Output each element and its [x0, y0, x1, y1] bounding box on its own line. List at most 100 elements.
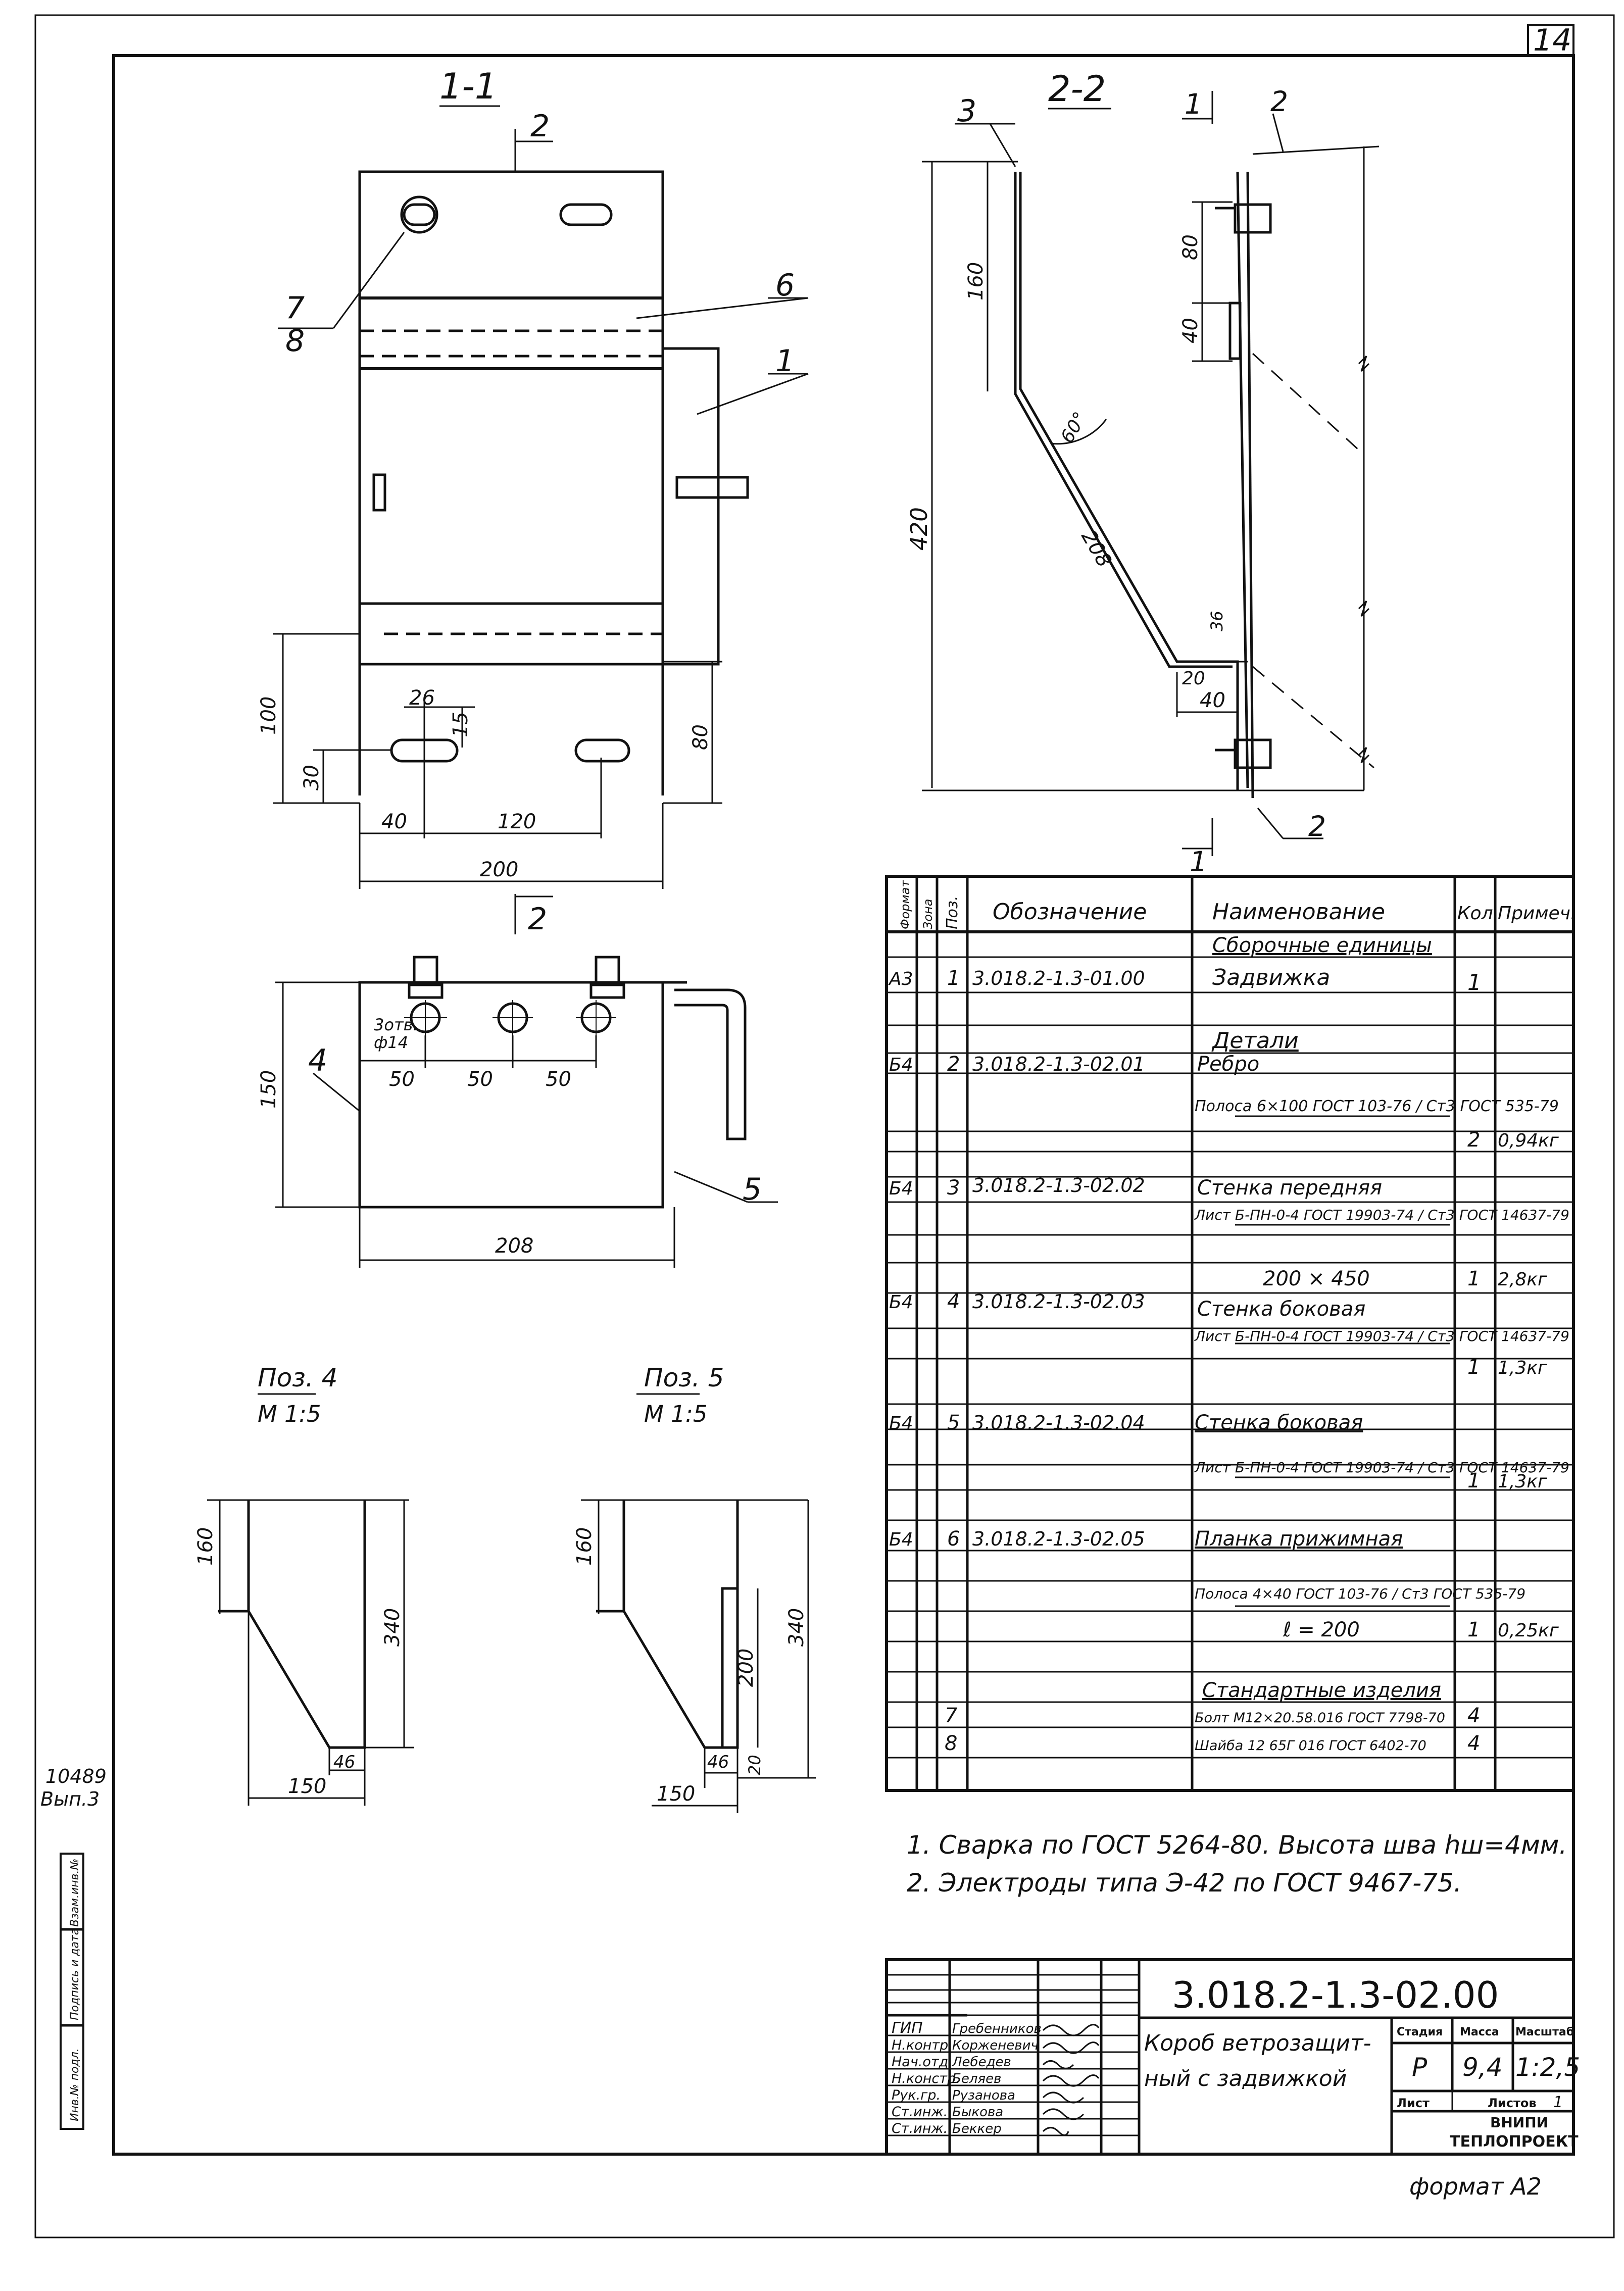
callout-5: 5	[743, 1172, 762, 1207]
dim-80-v2: 80	[1179, 234, 1202, 260]
tb-stage: Р	[1412, 2053, 1428, 2082]
p4-dim-150: 150	[288, 1775, 326, 1798]
spec-row-4-note: 0,94кг	[1498, 1130, 1559, 1151]
side-stamp	[60, 1853, 84, 2130]
tb-scale-label: Масштаб	[1515, 2026, 1574, 2038]
dim-80: 80	[689, 724, 712, 750]
spec-row-1-pos: 1	[947, 967, 960, 990]
tb-name-line2: ный с задвижкой	[1144, 2066, 1347, 2091]
tb-mass-label: Масса	[1460, 2026, 1499, 2038]
spec-row-8-pos: 4	[947, 1290, 960, 1313]
side-stamp-cell-1: Инв.№ подл.	[69, 2048, 81, 2121]
dim-40b: 40	[1200, 689, 1225, 712]
tb-scale: 1:2,5	[1515, 2053, 1580, 2082]
spec-row-7-note: 2,8кг	[1498, 1269, 1548, 1290]
spec-row-1-format: А3	[888, 969, 913, 989]
dim-120: 120	[498, 810, 536, 833]
callout-4: 4	[308, 1043, 327, 1078]
callout-8: 8	[285, 323, 305, 359]
callout-6: 6	[775, 268, 795, 303]
callout-2-top: 2	[1270, 85, 1288, 118]
tb-person-4: Рузанова	[952, 2088, 1015, 2103]
spec-row-1-name: Задвижка	[1212, 965, 1330, 990]
tb-mass: 9,4	[1462, 2053, 1503, 2082]
dim-15: 15	[449, 712, 472, 737]
spec-row-5-format: Б4	[889, 1178, 913, 1199]
spec-row-15-name: Стандартные изделия	[1202, 1679, 1441, 1702]
tb-sheets-label: Листов	[1488, 2096, 1537, 2110]
plan-holes-note: 3отв.	[374, 1015, 418, 1034]
spec-row-8-name: Стенка боковая	[1197, 1298, 1365, 1321]
section-label-2-2: 2-2	[1048, 68, 1106, 110]
tb-sheet-label: Лист	[1397, 2096, 1430, 2110]
dim-26: 26	[409, 686, 435, 710]
spec-row-16-name: Болт М12×20.58.016 ГОСТ 7798-70	[1195, 1710, 1445, 1726]
cut-marker-top: 2	[530, 109, 550, 144]
spec-header-pos: Поз.	[944, 896, 961, 929]
pos5-scale: М 1:5	[644, 1401, 708, 1427]
dim-150-plan: 150	[257, 1070, 280, 1109]
tb-sheets-count: 1	[1553, 2094, 1563, 2111]
p5-dim-160: 160	[573, 1527, 596, 1566]
spec-row-8-desig: 3.018.2-1.3-02.03	[972, 1290, 1145, 1313]
sheet-number: 14	[1533, 23, 1571, 58]
spec-row-4-name: Полоса 6×100 ГОСТ 103-76 / Ст3 ГОСТ 535-…	[1195, 1098, 1559, 1115]
spec-row-17-pos: 8	[945, 1732, 957, 1755]
dim-160: 160	[964, 262, 988, 301]
dim-40: 40	[381, 810, 407, 833]
p5-dim-340: 340	[785, 1608, 808, 1647]
spec-header-name: Наименование	[1212, 899, 1385, 925]
spec-row-3-pos: 2	[947, 1053, 960, 1076]
side-stamp-cell-2: Подпись и дата	[69, 1928, 81, 2020]
format-label: формат А2	[1409, 2173, 1542, 2200]
spec-row-5-pos: 3	[947, 1176, 960, 1200]
spec-row-9-name: Лист Б-ПН-0-4 ГОСТ 19903-74 / Ст3 ГОСТ 1…	[1194, 1328, 1569, 1344]
spec-row-7-name: 200 × 450	[1263, 1267, 1370, 1290]
callout-7: 7	[285, 290, 305, 326]
tb-person-0: Гребенников	[952, 2021, 1042, 2036]
spec-row-8-format: Б4	[889, 1292, 913, 1313]
spec-row-12-format: Б4	[889, 1529, 913, 1550]
outer-frame	[34, 14, 1615, 2238]
dim-208: 208	[1076, 526, 1116, 571]
spec-row-3-name: Ребро	[1197, 1053, 1259, 1076]
spec-row-16-pos: 7	[945, 1704, 958, 1727]
section-label-1-1: 1-1	[439, 66, 497, 107]
spec-row-3-format: Б4	[889, 1055, 913, 1075]
spec-row-1-desig: 3.018.2-1.3-01.00	[972, 967, 1145, 989]
tb-role-4: Рук.гр.	[892, 2087, 941, 2103]
spec-row-4-qty: 2	[1467, 1128, 1480, 1152]
dim-200: 200	[480, 858, 518, 881]
p4-dim-160: 160	[194, 1527, 217, 1566]
pos5-title: Поз. 5	[644, 1363, 724, 1392]
cut-marker-1-top: 1	[1185, 88, 1202, 120]
plan-view	[275, 956, 778, 1268]
sheet-number-box	[1527, 24, 1574, 57]
spec-row-2-name: Детали	[1211, 1028, 1299, 1054]
side-stamp-cell-3: Взам.инв.№	[69, 1859, 81, 1927]
spec-row-16-qty: 4	[1467, 1704, 1480, 1727]
tb-person-6: Беккер	[952, 2121, 1002, 2136]
dim-36: 36	[1207, 611, 1226, 631]
spec-header-format: Формат	[898, 880, 912, 929]
dim-420: 420	[906, 507, 932, 551]
tb-org-line1: ВНИПИ	[1490, 2114, 1548, 2131]
tb-person-2: Лебедев	[952, 2055, 1011, 2070]
spec-row-10-desig: 3.018.2-1.3-02.04	[972, 1412, 1145, 1434]
tb-role-1: Н.контр.	[892, 2037, 953, 2053]
dim-60deg: 60°	[1057, 409, 1091, 447]
callout-1: 1	[775, 343, 795, 379]
tb-person-3: Беляев	[952, 2071, 1001, 2086]
spec-row-0-name: Сборочные единицы	[1212, 934, 1432, 957]
spec-row-5-desig: 3.018.2-1.3-02.02	[972, 1174, 1145, 1197]
cut-marker-1-bottom: 1	[1190, 845, 1207, 878]
pos4-title: Поз. 4	[258, 1363, 337, 1392]
p5-dim-46: 46	[707, 1752, 729, 1772]
spec-header-designation: Обозначение	[993, 899, 1147, 925]
pos4-view	[207, 1393, 414, 1806]
dim-30: 30	[300, 765, 323, 790]
spec-row-1-qty: 1	[1467, 970, 1482, 995]
spec-row-14-name: ℓ = 200	[1283, 1618, 1360, 1641]
note-1: 1. Сварка по ГОСТ 5264-80. Высота шва hш…	[907, 1830, 1567, 1860]
